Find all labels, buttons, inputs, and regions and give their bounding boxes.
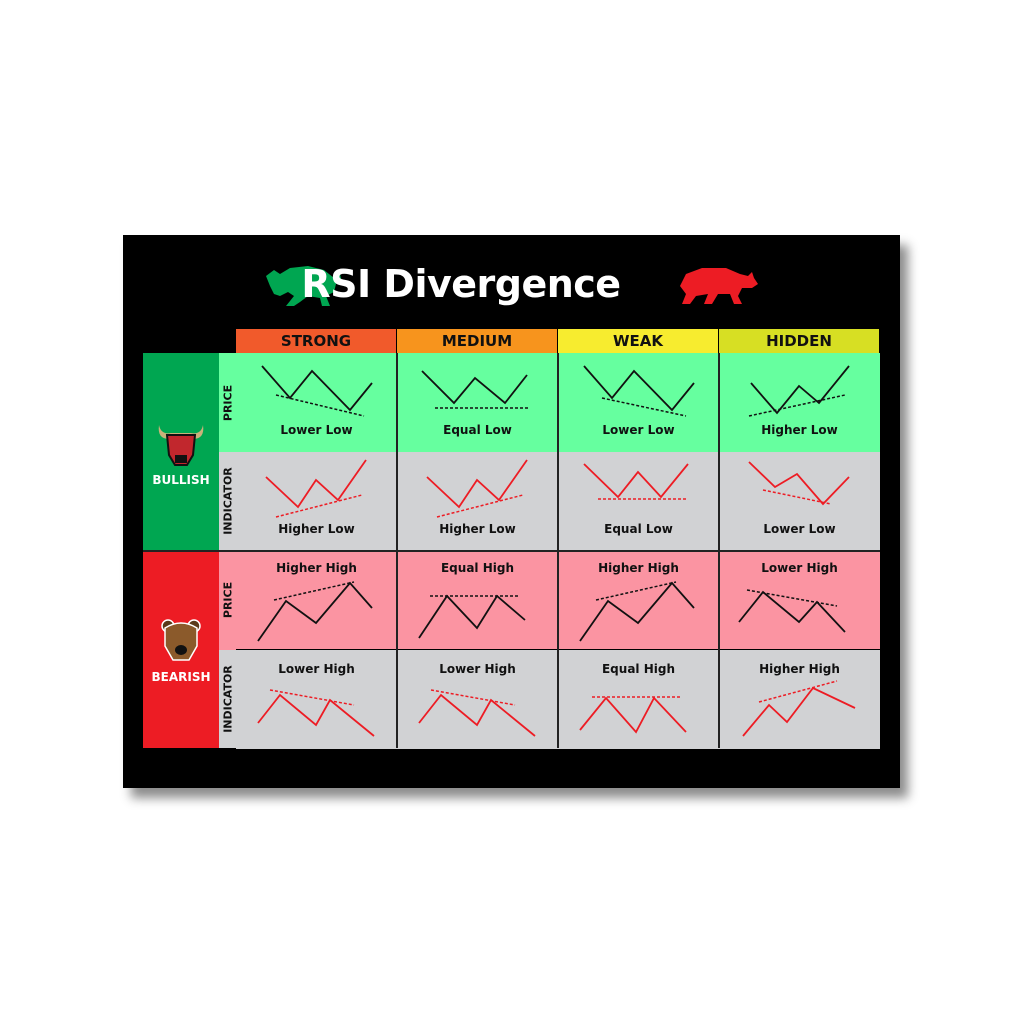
divergence-label: Equal Low — [604, 522, 673, 536]
dashed-reference-line — [758, 680, 838, 703]
cell-bull-indicator-weak: Equal Low — [558, 452, 719, 551]
row-label-bear-indicator: INDICATOR — [219, 650, 236, 748]
dashed-reference-line — [269, 689, 355, 706]
trend-line — [583, 365, 695, 412]
bullish-label: BULLISH — [152, 473, 210, 487]
dashed-reference-line — [595, 581, 677, 601]
row-label-bear-price: PRICE — [219, 550, 236, 650]
divergence-diagram — [418, 689, 536, 737]
divergence-label: Lower Low — [280, 423, 353, 437]
divergence-diagram — [583, 365, 695, 417]
trend-line — [742, 686, 856, 737]
trend-line — [426, 459, 528, 509]
cell-bear-price-medium: Equal High — [397, 550, 558, 649]
divergence-diagram — [421, 370, 529, 409]
row-label-bull-indicator: INDICATOR — [219, 452, 236, 550]
cell-bear-indicator-weak: Equal High — [558, 650, 719, 749]
trend-line — [257, 581, 373, 642]
column-header-medium: MEDIUM — [397, 329, 557, 353]
bull-head-icon — [158, 425, 204, 466]
divergence-label: Higher High — [598, 561, 679, 575]
page-title: RSI Divergence — [301, 262, 621, 306]
trend-line — [583, 463, 689, 499]
divergence-diagram — [426, 459, 528, 518]
trend-line — [748, 461, 850, 506]
dashed-reference-line — [762, 489, 832, 505]
divergence-label: Lower High — [761, 561, 838, 575]
cell-bear-indicator-strong: Lower High — [236, 650, 397, 749]
cell-bull-indicator-medium: Higher Low — [397, 452, 558, 551]
trend-line — [579, 581, 695, 642]
dashed-reference-line — [275, 394, 365, 417]
divergence-label: Lower High — [439, 662, 516, 676]
cell-bull-indicator-strong: Higher Low — [236, 452, 397, 551]
divergence-label: Higher High — [276, 561, 357, 575]
divergence-label: Lower High — [278, 662, 355, 676]
dashed-reference-line — [748, 394, 846, 417]
divergence-diagram — [738, 589, 846, 633]
trend-line — [738, 590, 846, 633]
divergence-label: Lower Low — [763, 522, 836, 536]
cell-bear-indicator-medium: Lower High — [397, 650, 558, 749]
divergence-label: Equal High — [601, 662, 675, 676]
cell-bull-price-weak: Lower Low — [558, 353, 719, 452]
column-header-weak: WEAK — [558, 329, 718, 353]
divergence-label: Equal Low — [443, 423, 512, 437]
trend-line — [579, 696, 687, 734]
divergence-diagram — [748, 365, 850, 417]
divergence-diagram — [418, 594, 526, 639]
divergence-label: Higher Low — [761, 423, 838, 437]
trend-line — [418, 594, 526, 639]
bearish-label: BEARISH — [151, 670, 211, 684]
cell-bear-price-hidden: Lower High — [719, 550, 880, 649]
column-header-hidden: HIDDEN — [719, 329, 879, 353]
divergence-diagram — [265, 459, 367, 518]
divergence-label: Higher High — [759, 662, 840, 676]
bear-head-icon — [161, 619, 201, 661]
divergence-diagram — [748, 461, 850, 506]
divergence-diagram — [579, 696, 687, 734]
divergence-diagram — [261, 365, 373, 417]
cell-bear-price-strong: Higher High — [236, 550, 397, 649]
trend-line — [257, 693, 375, 737]
row-label-bull-price: PRICE — [219, 353, 236, 452]
trend-line — [421, 370, 528, 405]
dashed-reference-line — [746, 589, 838, 607]
cell-bear-price-weak: Higher High — [558, 550, 719, 649]
divergence-label: Higher Low — [278, 522, 355, 536]
trend-line — [750, 365, 850, 415]
dashed-reference-line — [430, 689, 516, 706]
bullish-group: BULLISH — [143, 353, 219, 550]
divergence-diagram — [583, 463, 689, 500]
divergence-label: Equal High — [440, 561, 514, 575]
dashed-reference-line — [601, 397, 687, 417]
cell-bear-indicator-hidden: Higher High — [719, 650, 880, 749]
divergence-diagram — [579, 581, 695, 642]
trend-line — [265, 459, 367, 509]
cell-bull-price-strong: Lower Low — [236, 353, 397, 452]
green-bull-icon — [266, 266, 342, 306]
divergence-diagram — [257, 689, 375, 737]
column-header-strong: STRONG — [236, 329, 396, 353]
cell-bull-price-hidden: Higher Low — [719, 353, 880, 452]
bearish-group: BEARISH — [143, 550, 219, 748]
trend-line — [418, 693, 536, 737]
cell-bull-indicator-hidden: Lower Low — [719, 452, 880, 551]
divergence-diagram — [257, 581, 373, 642]
divergence-label: Lower Low — [602, 423, 675, 437]
trend-line — [261, 365, 373, 412]
divergence-diagram — [742, 680, 856, 737]
divergence-label: Higher Low — [439, 522, 516, 536]
row-divider — [143, 550, 880, 552]
dashed-reference-line — [273, 581, 355, 601]
cell-bull-price-medium: Equal Low — [397, 353, 558, 452]
red-bear-icon — [680, 268, 758, 304]
